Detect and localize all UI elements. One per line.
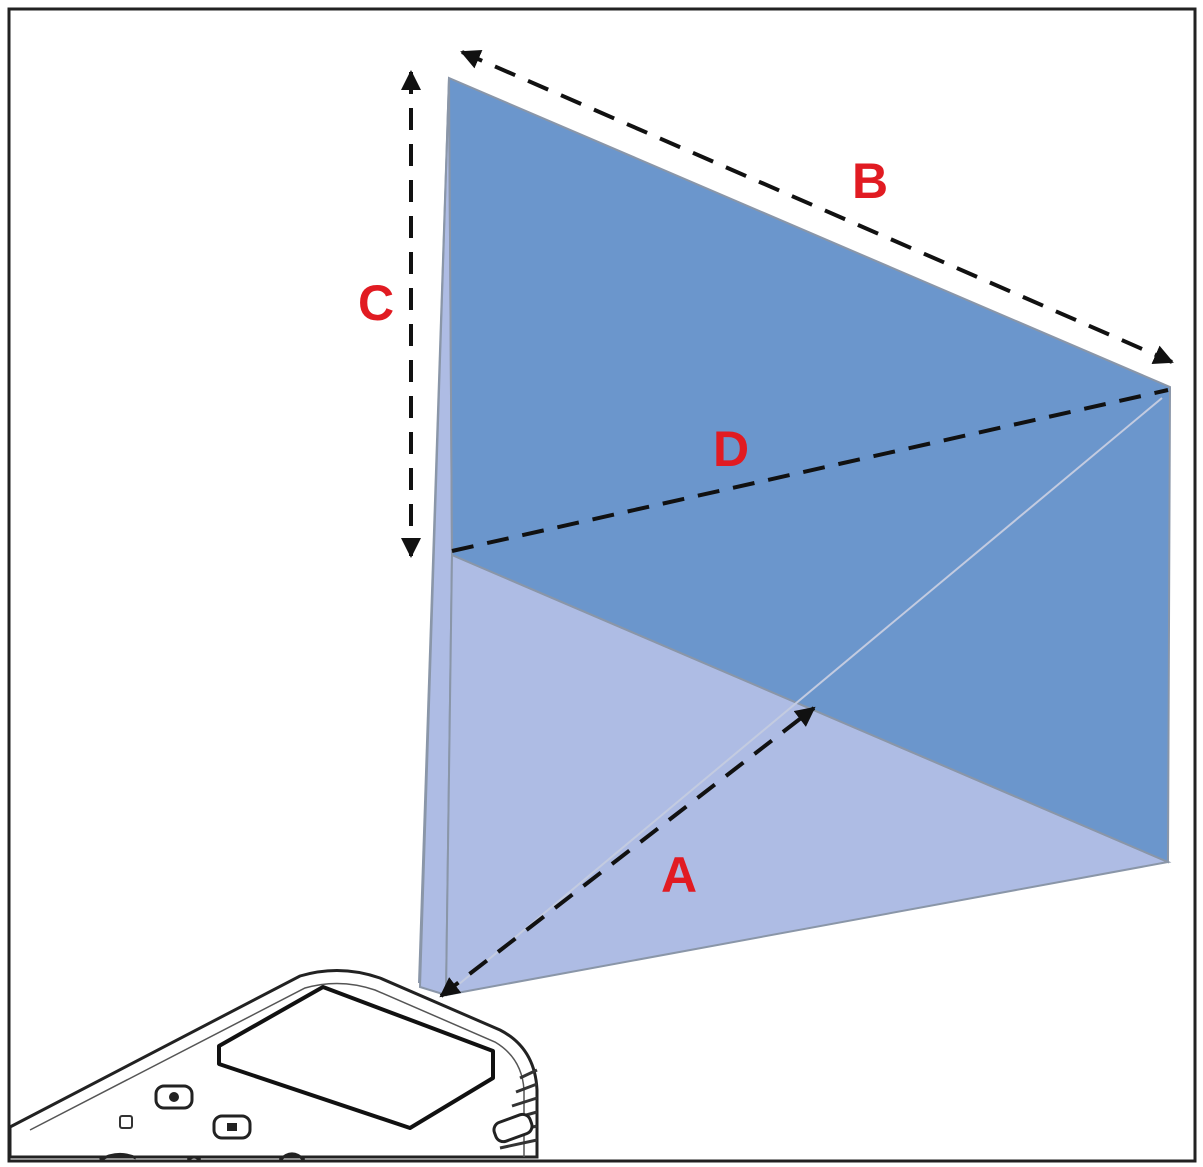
dimension-b-arrow	[460, 50, 1174, 364]
dimension-d-line	[451, 388, 1169, 553]
label-a: A	[661, 847, 697, 903]
projector-bottom-buttons	[99, 1152, 306, 1162]
projector-device	[8, 969, 539, 1162]
projector-button-top-icon	[169, 1092, 179, 1102]
projector-button-middle-icon	[227, 1123, 237, 1131]
dimension-a-arrow	[439, 706, 816, 998]
beam-left-edge	[418, 77, 450, 984]
label-b: B	[852, 153, 888, 209]
projector-body-edge	[29, 982, 525, 1157]
projector-indicator-light	[119, 1115, 133, 1129]
projector-screen-panel	[217, 985, 495, 1130]
label-c: C	[358, 275, 394, 331]
projector-lens-badge	[492, 1112, 534, 1144]
label-d: D	[713, 421, 749, 477]
